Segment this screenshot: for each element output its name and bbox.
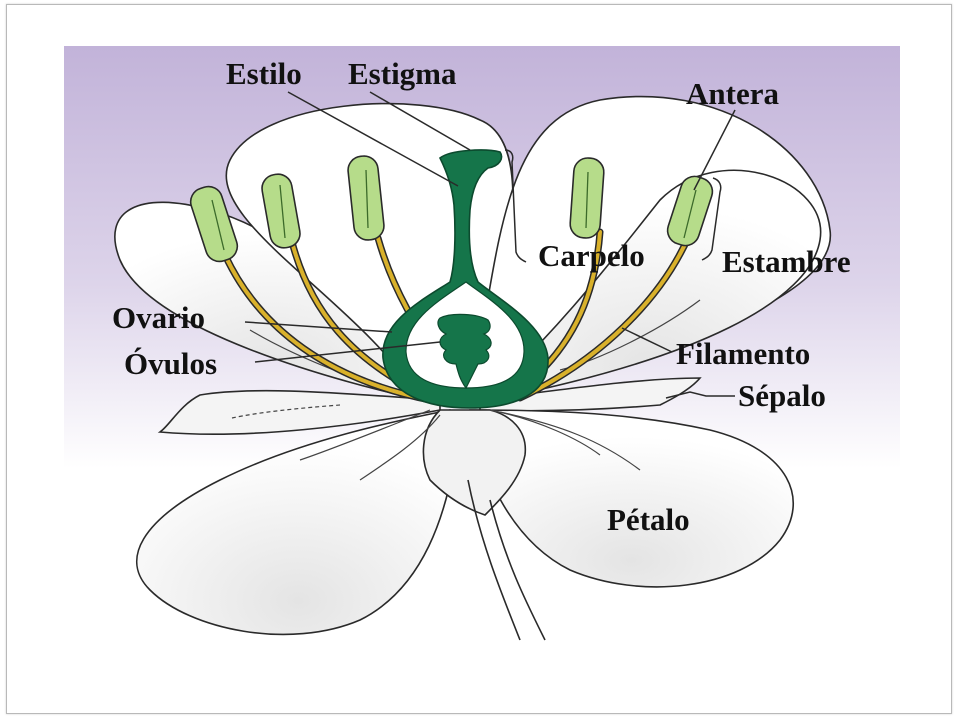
label-estigma: Estigma (348, 56, 457, 91)
label-petalo: Pétalo (607, 502, 690, 537)
anther-2 (261, 173, 301, 249)
anther-1 (189, 185, 239, 263)
leader-sepalo (665, 391, 735, 399)
leader-lines (244, 91, 736, 399)
label-filamento: Filamento (676, 336, 810, 371)
leader-estilo (287, 91, 459, 187)
label-carpelo: Carpelo (538, 238, 645, 273)
label-estilo: Estilo (226, 56, 302, 91)
label-estambre: Estambre (722, 244, 851, 279)
petal-lower-left (135, 409, 461, 636)
leader-ovulos (254, 341, 441, 363)
label-ovario: Ovario (112, 300, 205, 335)
leader-antera (693, 109, 736, 191)
anther-grooves (211, 169, 697, 251)
petal-lower-right (469, 409, 795, 588)
lower-petals (135, 409, 795, 636)
sepal-left (157, 389, 441, 436)
label-ovulos: Óvulos (124, 346, 217, 381)
sepal-front (422, 409, 527, 516)
stamen-bracket (701, 177, 722, 261)
leader-ovario (244, 321, 393, 333)
carpel-bracket (504, 149, 527, 263)
leader-estigma (369, 91, 471, 151)
stem (467, 479, 546, 641)
label-antera: Antera (686, 76, 779, 111)
leader-filamento (621, 327, 673, 353)
labels: Estilo Estigma Antera Carpelo Estambre O… (112, 56, 851, 537)
label-sepalo: Sépalo (738, 378, 826, 413)
anther-3 (347, 155, 385, 241)
